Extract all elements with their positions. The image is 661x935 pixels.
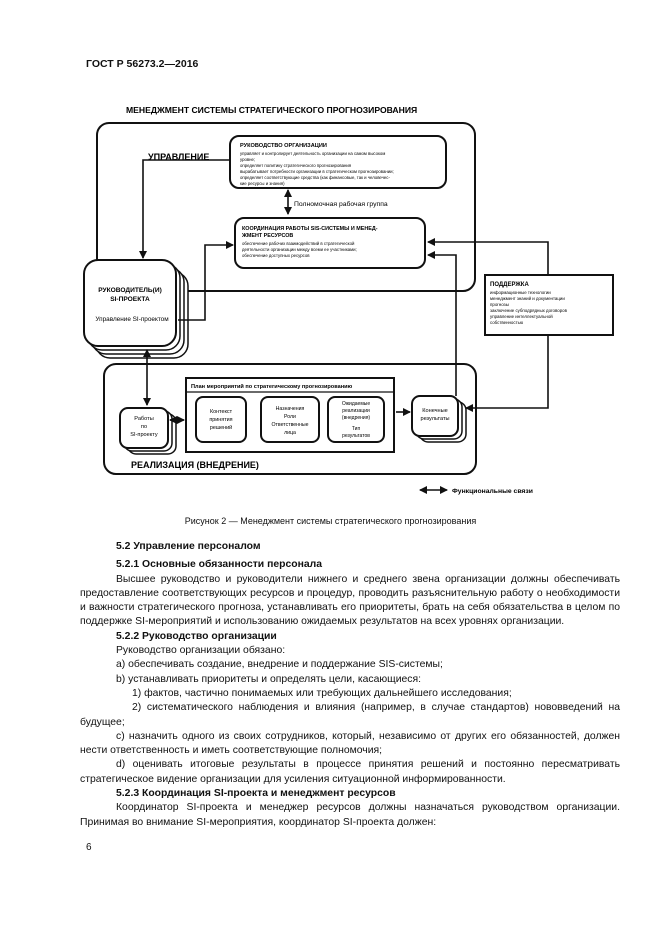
org-box-line: уровне; <box>240 157 255 162</box>
sub-list-item: 2) систематического наблюдения и влияния… <box>80 702 620 728</box>
leaders-subtitle: Управление SI-проектом <box>95 316 168 323</box>
roles-box <box>260 396 320 443</box>
coordination-box <box>234 217 426 269</box>
working-group-label: Полномочная рабочая группа <box>294 200 388 208</box>
support-item: собственностью <box>490 320 524 325</box>
support-title: ПОДДЕРЖКА <box>490 282 529 288</box>
org-box-line: определяет соответствующие средства (как… <box>240 175 390 180</box>
org-leadership-box <box>229 135 447 189</box>
plan-title: План мероприятий по стратегическому прог… <box>191 383 353 390</box>
project-leaders-box <box>83 259 177 347</box>
leaders-to-coordination-arrow <box>178 241 234 321</box>
plan-box-label: решений <box>210 424 232 431</box>
works-label: SI-проекту <box>130 432 158 438</box>
org-box-title: РУКОВОДСТВО ОРГАНИЗАЦИИ <box>240 143 327 149</box>
diagram-title: МЕНЕДЖМЕНТ СИСТЕМЫ СТРАТЕГИЧЕСКОГО ПРОГН… <box>126 105 417 115</box>
works-label: по <box>141 424 147 430</box>
results-label: Конечные <box>422 408 448 414</box>
plan-box-label: лица <box>284 430 296 436</box>
management-diagram: МЕНЕДЖМЕНТ СИСТЕМЫ СТРАТЕГИЧЕСКОГО ПРОГН… <box>83 105 614 495</box>
plan-box-label: реализации <box>342 408 370 414</box>
org-box-line: определяет политику стратегического прог… <box>240 163 352 168</box>
support-item: прогнозы <box>490 302 509 307</box>
section-heading: 5.2.2 Руководство организации <box>116 630 277 642</box>
implementation-label: РЕАЛИЗАЦИЯ (ВНЕДРЕНИЕ) <box>131 460 259 470</box>
leaders-title: SI-ПРОЕКТА <box>110 296 150 303</box>
support-box <box>484 274 614 336</box>
coordination-title: ЖМЕНТ РЕСУРСОВ <box>241 233 293 239</box>
list-item: а) обеспечивать создание, внедрение и по… <box>116 659 443 671</box>
support-to-results-arrow <box>465 335 549 412</box>
plan-box-label: Ожидаемые <box>342 401 371 407</box>
list-item: с) назначить одного из своих сотрудников… <box>80 730 620 757</box>
implementation-frame <box>103 363 477 475</box>
legend-label: Функциональные связи <box>452 488 533 495</box>
support-item: информационные технологии <box>490 290 551 295</box>
support-item: менеджмент знаний и документации <box>490 296 565 301</box>
plan-box-label: Назначения <box>276 406 305 412</box>
section-heading: 5.2.3 Координация SI-проекта и менеджмен… <box>116 788 396 800</box>
org-to-leaders-arrow <box>139 159 230 259</box>
list-item: d) оценивать итоговые результаты в проце… <box>80 759 620 785</box>
coordination-line: деятельности организации между всеми ее … <box>242 247 357 252</box>
coordination-title: КООРДИНАЦИЯ РАБОТЫ SIS-СИСТЕМЫ И МЕНЕД- <box>242 226 378 232</box>
plan-box-label: Контекст <box>210 409 233 415</box>
plan-box-label: Роли <box>284 414 296 420</box>
org-box-line: вырабатывает потребности организации в с… <box>240 169 394 174</box>
management-frame <box>96 122 476 292</box>
page-number: 6 <box>86 842 92 853</box>
list-item: b) устанавливать приоритеты и определять… <box>116 673 421 685</box>
plan-box-label: (внедрения) <box>342 415 370 421</box>
leaders-title: РУКОВОДИТЕЛЬ(И) <box>98 287 162 294</box>
plan-box-label: Тип <box>352 426 361 432</box>
coordination-line: обеспечение доступных ресурсов <box>242 253 310 258</box>
project-works-box <box>119 407 169 449</box>
coordination-line: обеспечение рабочих взаимодействий в стр… <box>242 241 355 246</box>
paragraph: Высшее руководство и руководители нижнег… <box>80 573 620 628</box>
results-to-coordination-arrow <box>427 251 457 396</box>
plan-box-label: Ответственные <box>271 422 308 428</box>
support-item: управление интеллектуальной <box>490 314 553 319</box>
org-box-line: кие ресурсы и знания) <box>240 181 285 186</box>
support-to-coordination-arrow <box>427 238 549 275</box>
support-item: заключение субподрядных договоров <box>490 308 568 313</box>
plan-box-label: результатов <box>342 433 370 439</box>
expected-results-box <box>327 396 385 443</box>
sub-list-item: 1) фактов, частично понимаемых или требу… <box>132 687 512 699</box>
paragraph: Руководство организации обязано: <box>116 645 286 657</box>
paragraph: Координатор SI-проекта и менеджер ресурс… <box>80 802 620 828</box>
final-results-box <box>411 395 459 437</box>
body-text: 5.2 Управление персоналом 5.2.1 Основные… <box>80 540 620 830</box>
results-label: результаты <box>420 416 449 422</box>
figure-caption: Рисунок 2 — Менеджмент системы стратегич… <box>184 516 477 526</box>
section-heading: 5.2 Управление персоналом <box>116 541 261 552</box>
works-label: Работы <box>134 416 153 422</box>
section-heading: 5.2.1 Основные обязанности персонала <box>116 559 323 571</box>
management-label: УПРАВЛЕНИЕ <box>148 152 209 162</box>
decision-context-box <box>195 396 247 443</box>
document-code: ГОСТ Р 56273.2—2016 <box>86 58 199 70</box>
org-box-line: управляет и контролирует деятельность ор… <box>240 151 385 156</box>
plan-box-label: принятия <box>209 417 232 423</box>
